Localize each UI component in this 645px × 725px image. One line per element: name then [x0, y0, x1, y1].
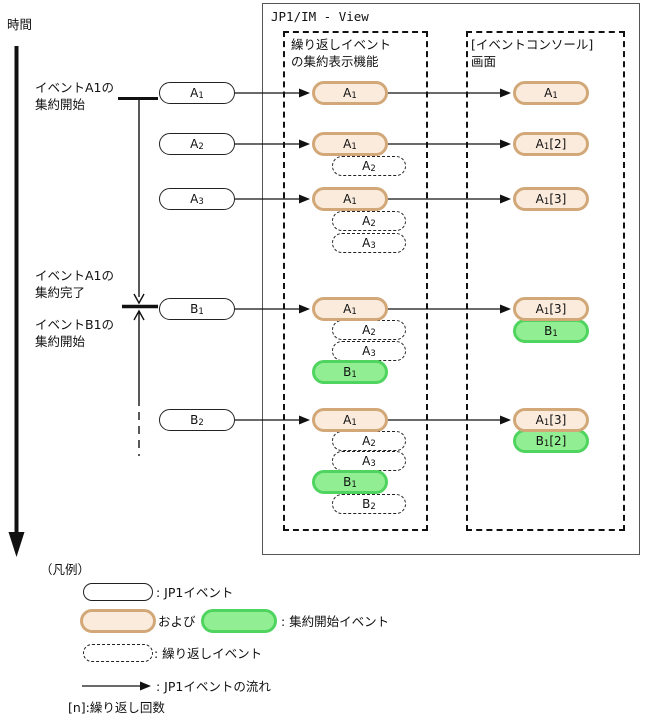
a1-span-line: [118, 97, 158, 305]
time-axis-label: 時間: [7, 17, 33, 32]
legend-flow-arrow-icon: [82, 681, 151, 691]
console-box-label: [イベントコンソール] 画面: [471, 36, 593, 70]
console-box: [466, 31, 625, 531]
label-b1-aggregation-start: イベントB1の集約開始: [35, 317, 115, 349]
legend-repeated-event-label: : 繰り返しイベント: [154, 646, 263, 661]
console-box-label-line2: 画面: [471, 54, 497, 69]
legend-flow-label: : JP1イベントの流れ: [156, 679, 271, 694]
legend-aggregation-start-b-swatch: [201, 609, 277, 633]
legend-aggregation-start-a-swatch: [80, 609, 156, 633]
label-a1-aggregation-end: イベントA1の集約完了: [35, 268, 115, 300]
legend-aggregation-between-label: および: [158, 614, 196, 629]
legend-jp1-event-swatch: [83, 583, 153, 601]
jp1-im-view-title: JP1/IM - View: [271, 9, 369, 24]
legend-repeated-event-swatch: [83, 644, 153, 662]
funnel-box-label: 繰り返しイベントの集約表示機能: [291, 36, 391, 70]
console-box-label-line1: [イベントコンソール]: [471, 37, 594, 52]
legend-aggregation-start-label: : 集約開始イベント: [281, 614, 390, 629]
funnel-box-label-line2: の集約表示機能: [291, 54, 379, 69]
funnel-box: [283, 31, 428, 531]
label-a1-aggregation-start: イベントA1の集約開始: [35, 80, 115, 112]
legend-repeat-count-label: [n]:繰り返し回数: [68, 700, 165, 715]
b1-span-line: [122, 304, 158, 456]
legend-title: （凡例）: [40, 562, 91, 577]
time-axis-arrow: [8, 46, 25, 557]
funnel-box-label-line1: 繰り返しイベント: [291, 37, 392, 52]
legend-jp1-event-label: : JP1イベント: [156, 585, 234, 600]
